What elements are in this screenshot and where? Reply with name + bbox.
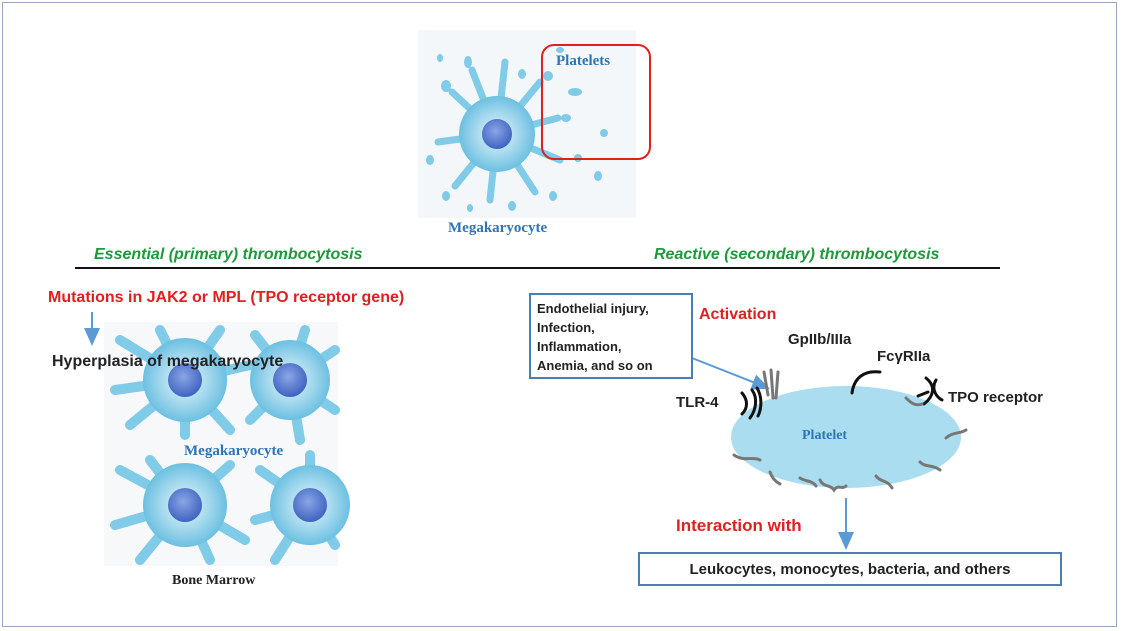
platelet-body	[731, 386, 961, 488]
activation-arrow	[691, 357, 770, 390]
platelet-label: Platelet	[802, 428, 848, 443]
bone-marrow-megakaryocyte-label: Megakaryocyte	[184, 443, 284, 459]
targets-text: Leukocytes, monocytes, bacteria, and oth…	[689, 560, 1011, 578]
mutation-text: Mutations in JAK2 or MPL (TPO receptor g…	[48, 289, 405, 306]
causes-box: Endothelial injury, Infection, Inflammat…	[529, 293, 693, 379]
top-megakaryocyte-illustration	[418, 30, 651, 218]
targets-box: Leukocytes, monocytes, bacteria, and oth…	[638, 552, 1062, 586]
activation-label: Activation	[699, 306, 777, 323]
tlr-receptor-label: TLR-4	[676, 394, 719, 411]
bone-marrow-illustration	[104, 322, 350, 566]
gp-receptor-label: GpIIb/IIIa	[788, 331, 852, 348]
cause-endothelial: Endothelial injury,	[537, 301, 649, 316]
reactive-title: Reactive (secondary) thrombocytosis	[654, 246, 940, 263]
cause-infection: Infection,	[537, 320, 595, 335]
receptor-glyphs	[732, 368, 968, 493]
cause-anemia: Anemia, and so on	[537, 358, 653, 373]
bone-marrow-label: Bone Marrow	[172, 573, 256, 588]
top-megakaryocyte-label: Megakaryocyte	[448, 220, 548, 236]
essential-title: Essential (primary) thrombocytosis	[94, 246, 363, 263]
interaction-label: Interaction with	[676, 516, 802, 535]
fc-receptor-label: FcγRIIa	[877, 348, 931, 365]
tpo-receptor-label: TPO receptor	[948, 389, 1044, 406]
platelets-label: Platelets	[556, 53, 611, 69]
cause-inflammation: Inflammation,	[537, 339, 622, 354]
hyperplasia-text: Hyperplasia of megakaryocyte	[52, 353, 284, 370]
